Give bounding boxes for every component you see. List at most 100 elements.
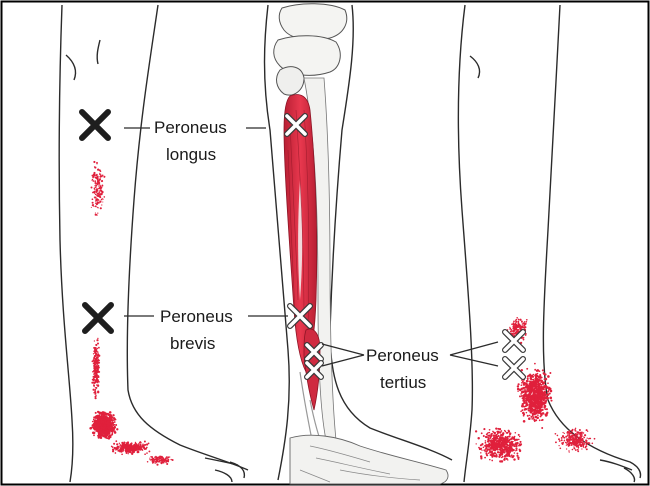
referral-dot (569, 452, 570, 453)
label-brevis-line2: brevis (170, 334, 215, 353)
referral-dot (99, 176, 101, 178)
referral-dot (514, 440, 516, 442)
referral-dot (517, 385, 519, 387)
referral-dot (534, 374, 536, 376)
referral-dot (121, 448, 123, 450)
referral-dot (526, 380, 528, 382)
referral-dot (96, 375, 98, 377)
referral-dot (499, 428, 501, 430)
referral-dot (575, 449, 577, 451)
referral-dot (93, 434, 95, 436)
referral-dot (524, 389, 526, 391)
referral-dot (113, 417, 115, 419)
referral-dot (96, 377, 97, 378)
referral-dot (545, 414, 548, 417)
left-leg (59, 5, 248, 482)
referral-dot (498, 441, 500, 443)
referral-dot (133, 451, 135, 453)
referral-dot (576, 446, 578, 448)
referral-dot (547, 391, 549, 393)
referral-dot (97, 348, 98, 349)
referral-dot (542, 395, 544, 397)
referral-dot (100, 424, 102, 426)
referral-dot (130, 444, 131, 445)
label-peroneus-tertius: Peroneus tertius (366, 346, 439, 392)
referral-dot (101, 416, 103, 418)
referral-dot (120, 448, 121, 449)
referral-dot (97, 183, 99, 185)
referral-dot (525, 334, 527, 336)
left-leg-back-outline (59, 5, 73, 482)
referral-dot (513, 458, 515, 460)
referral-dot (573, 447, 575, 449)
referral-dot (522, 337, 524, 339)
referral-dot (111, 446, 112, 447)
brevis-trigger-left-x-icon (85, 305, 111, 331)
referral-dot (496, 431, 498, 433)
referral-dot (130, 450, 132, 452)
referral-dot (109, 411, 112, 414)
referral-dot (549, 372, 551, 374)
referral-dot (516, 455, 518, 457)
referral-dot (581, 437, 582, 438)
referral-dot (505, 447, 507, 449)
referral-dot (583, 442, 584, 443)
referral-dot (92, 180, 94, 182)
referral-dot (505, 443, 507, 445)
referral-dot (505, 431, 507, 433)
referral-dot (97, 181, 98, 182)
referral-dot (568, 442, 570, 444)
referral-dot (515, 432, 517, 434)
referral-dot (135, 443, 137, 445)
referral-dot (506, 432, 508, 434)
referral-dot (519, 395, 521, 397)
referral-dot (97, 178, 99, 180)
referral-dot (559, 440, 561, 442)
referral-dot (582, 435, 583, 436)
referral-dot (95, 397, 97, 399)
referral-dot (496, 440, 498, 442)
referral-dot (114, 430, 116, 432)
referral-dot (496, 444, 497, 445)
referral-dot (526, 388, 528, 390)
referral-dot (515, 323, 517, 325)
referral-dot (565, 436, 567, 438)
referral-dot (539, 388, 541, 390)
referral-dot (578, 441, 580, 443)
referral-dot (544, 400, 546, 402)
referral-dot (478, 447, 480, 449)
referral-dot (575, 437, 577, 439)
referral-dot (568, 450, 569, 451)
label-peroneus-brevis: Peroneus brevis (160, 307, 233, 353)
referral-dot (94, 360, 96, 362)
referral-dot (96, 163, 97, 164)
referral-dot (576, 436, 578, 438)
referral-dot (127, 447, 129, 449)
referral-dot (561, 439, 563, 441)
referral-dot (481, 432, 483, 434)
referral-dot (493, 431, 495, 433)
referral-dot (95, 387, 97, 389)
referral-dot (499, 449, 500, 450)
referral-dot (524, 382, 526, 384)
referral-dot (523, 420, 526, 423)
referral-dot (525, 408, 527, 410)
referral-dot (558, 445, 559, 446)
referral-dot (483, 446, 485, 448)
referral-dot (571, 429, 573, 431)
referral-dot (576, 439, 578, 441)
referral-dot (545, 394, 547, 396)
referral-dot (92, 198, 94, 200)
referral-dot (545, 385, 547, 387)
referral-dot (135, 448, 137, 450)
right-leg (458, 5, 640, 482)
referral-dot (527, 377, 529, 379)
referral-dot (103, 435, 105, 437)
referral-dot (498, 435, 500, 437)
referral-dot (97, 212, 98, 213)
referral-dot (494, 452, 496, 454)
referral-dot (493, 435, 495, 437)
referral-dot (112, 450, 114, 452)
referral-dot (497, 449, 499, 451)
referral-dot (529, 388, 532, 391)
